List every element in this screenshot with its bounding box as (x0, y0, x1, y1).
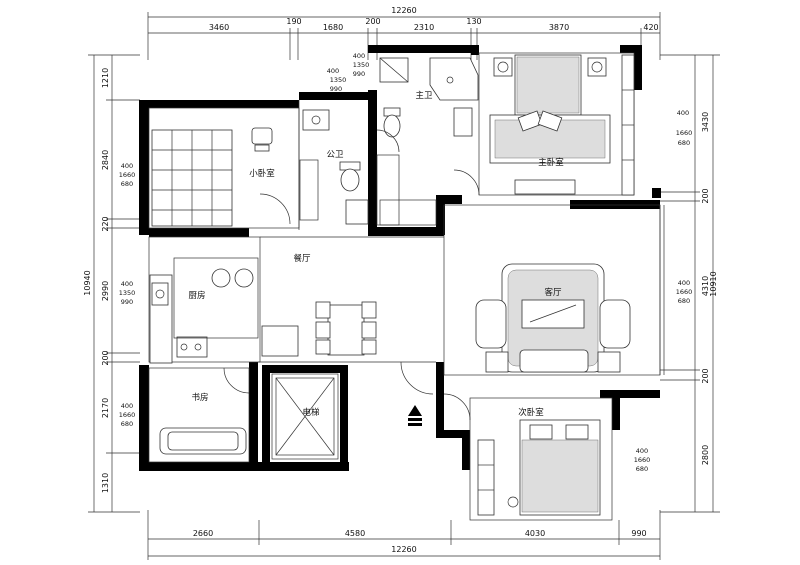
bottom-dim-1: 2660 (193, 529, 213, 538)
top-dim-1: 3460 (209, 23, 229, 32)
label-small-bedroom: 小卧室 (249, 168, 275, 179)
right-dim-5: 2800 (701, 445, 710, 465)
window-3-line-2: 1660 (676, 129, 693, 137)
left-dim-3: 220 (101, 216, 110, 231)
bottom-dim-4: 990 (631, 529, 646, 538)
label-living: 客厅 (544, 287, 562, 298)
bottom-total-dim: 12260 (391, 545, 416, 554)
door-swings (223, 129, 480, 421)
left-dim-7: 1310 (101, 473, 110, 493)
window-1-line-2: 1350 (330, 76, 347, 84)
window-5-line-3: 990 (121, 298, 133, 306)
window-annotations: 400 1350 990 400 1350 990 400 1660 680 4… (119, 52, 693, 473)
window-7-line-1: 400 (678, 279, 690, 287)
left-total-dim: 10940 (83, 270, 92, 295)
window-8-line-1: 400 (636, 447, 648, 455)
label-master-bedroom: 主卧室 (538, 157, 564, 168)
elevator-shaft (271, 373, 339, 460)
top-dimension-lines: 12260 3460 190 1680 200 2310 130 3870 42… (147, 6, 661, 60)
second-bedroom-furniture (477, 419, 601, 516)
public-bath-fixtures (299, 109, 369, 225)
room-labels: 小卧室 公卫 主卫 主卧室 餐厅 厨房 客厅 书房 电梯 次卧室 (188, 90, 564, 418)
window-6-line-1: 400 (121, 402, 133, 410)
kitchen-fixtures (149, 257, 299, 364)
right-dim-3: 4310 (701, 276, 710, 296)
window-1-line-1: 400 (327, 67, 339, 75)
top-dim-6: 130 (466, 17, 481, 26)
left-dim-6: 2170 (101, 398, 110, 418)
window-3-line-1: 400 (677, 109, 689, 117)
window-7-line-2: 1660 (676, 288, 693, 296)
label-second-bedroom: 次卧室 (518, 407, 544, 418)
window-2-line-3: 990 (353, 70, 365, 78)
window-4-line-3: 680 (121, 180, 133, 188)
label-kitchen: 厨房 (188, 290, 205, 301)
window-1-line-3: 990 (330, 85, 342, 93)
window-4-line-2: 1660 (119, 171, 136, 179)
window-6-line-3: 680 (121, 420, 133, 428)
label-public-bath: 公卫 (326, 150, 344, 160)
top-dim-7: 3870 (549, 23, 569, 32)
right-total-dim: 10910 (709, 271, 718, 296)
left-dim-1: 1210 (101, 68, 110, 88)
window-4-line-1: 400 (121, 162, 133, 170)
label-elevator: 电梯 (302, 407, 320, 418)
bottom-dimension-lines: 2660 4580 4030 990 12260 (147, 510, 661, 560)
top-dim-3: 1680 (323, 23, 343, 32)
master-bath-fixtures (376, 57, 479, 226)
right-dimension-lines: 3430 200 4310 200 2800 10910 (660, 54, 720, 513)
top-dim-4: 200 (365, 17, 380, 26)
interior-lines (148, 52, 665, 521)
window-2-line-2: 1350 (353, 61, 370, 69)
window-8-line-3: 680 (636, 465, 648, 473)
window-5-line-1: 400 (121, 280, 133, 288)
walls (139, 45, 661, 471)
window-2-line-1: 400 (353, 52, 365, 60)
bottom-dim-2: 4580 (345, 529, 365, 538)
master-bedroom-furniture (489, 54, 635, 196)
wardrobe-small-bedroom (151, 127, 273, 227)
top-dim-2: 190 (286, 17, 301, 26)
label-dining: 餐厅 (293, 254, 311, 264)
dining-table (315, 301, 377, 356)
left-dimension-lines: 1210 2840 220 2990 200 2170 1310 10940 (83, 54, 140, 513)
top-dim-8: 420 (643, 23, 658, 32)
left-dim-2: 2840 (101, 150, 110, 170)
right-dim-2: 200 (701, 188, 710, 203)
label-study: 书房 (191, 392, 208, 403)
left-dim-4: 2990 (101, 281, 110, 301)
living-room-furniture (475, 263, 631, 373)
window-7-line-3: 680 (678, 297, 690, 305)
study-furniture (159, 427, 247, 455)
label-master-bath: 主卫 (415, 90, 433, 101)
window-5-line-2: 1350 (119, 289, 136, 297)
right-dim-4: 200 (701, 368, 710, 383)
bottom-dim-3: 4030 (525, 529, 545, 538)
top-dim-5: 2310 (414, 23, 434, 32)
entry-arrow-icon (408, 405, 422, 426)
window-3-line-3: 680 (678, 139, 690, 147)
top-total-dim: 12260 (391, 6, 416, 15)
window-6-line-2: 1660 (119, 411, 136, 419)
window-8-line-2: 1660 (634, 456, 651, 464)
right-dim-1: 3430 (701, 112, 710, 132)
left-dim-5: 200 (101, 350, 110, 365)
